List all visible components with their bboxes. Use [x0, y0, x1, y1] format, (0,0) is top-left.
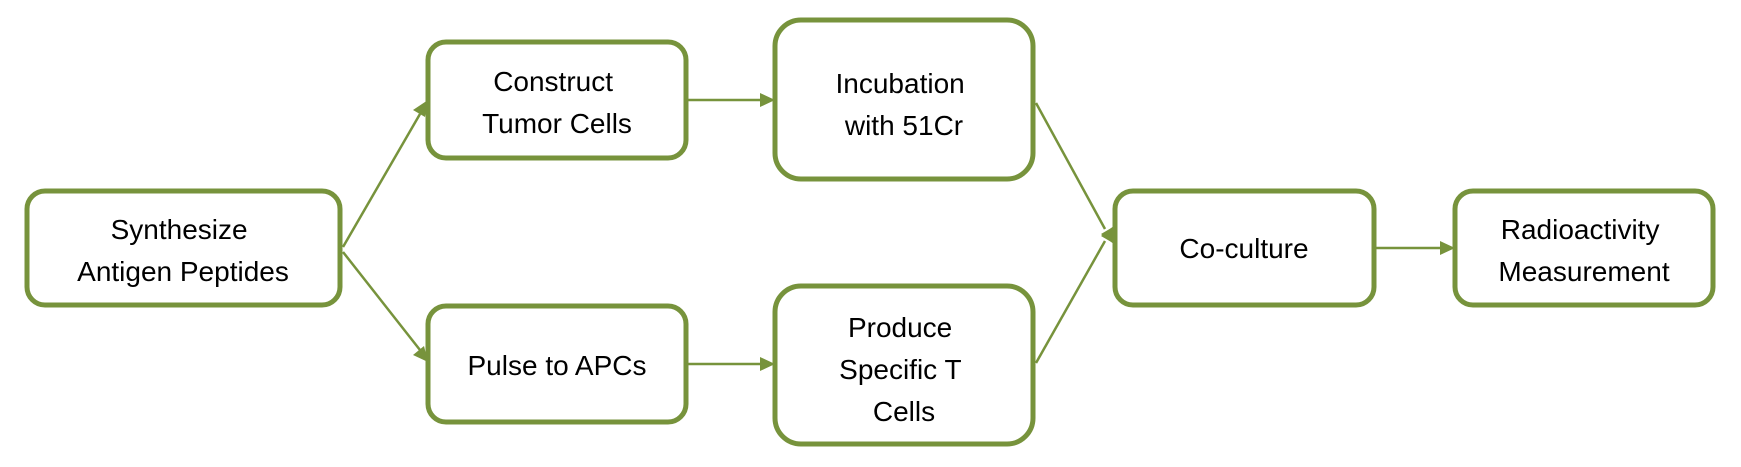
node-produce-box [772, 283, 1036, 447]
node-incubation-label: Incubation with 51Cr [836, 68, 973, 141]
arrowhead-construct-in [413, 100, 428, 117]
edge-produce-coculture [1034, 240, 1107, 364]
node-incubation-line-1: Incubation [836, 68, 965, 99]
node-radioactivity-label: Radioactivity Measurement [1498, 214, 1669, 287]
node-construct-line-1: Construct [493, 66, 613, 97]
node-radioactivity-line-2: Measurement [1498, 256, 1669, 287]
node-radioactivity-box [1452, 188, 1716, 308]
node-coculture-box [1112, 188, 1377, 308]
node-radioactivity: Radioactivity Measurement [1452, 188, 1716, 308]
node-incubation-line-2: with 51Cr [844, 110, 963, 141]
node-construct-label: Construct Tumor Cells [482, 66, 632, 139]
node-produce-label: Produce Specific T Cells [839, 312, 969, 427]
edge-synthesize-construct [341, 113, 422, 248]
node-produce: Produce Specific T Cells [772, 283, 1036, 447]
node-incubation: Incubation with 51Cr [772, 17, 1036, 182]
edge-incubation-coculture [1034, 102, 1107, 230]
node-construct-box [425, 39, 689, 161]
arrowhead-produce-in [760, 357, 775, 371]
arrowhead-coculture-bottom-in [1101, 225, 1115, 243]
node-synthesize-line-1: Synthesize [111, 214, 248, 245]
node-pulse-box [425, 303, 689, 425]
arrowhead-radioactivity-in [1440, 241, 1455, 255]
node-coculture-label: Co-culture [1179, 233, 1308, 264]
connectors [341, 93, 1455, 371]
node-radioactivity-line-1: Radioactivity [1501, 214, 1660, 245]
node-incubation-box [772, 17, 1036, 182]
node-synthesize-box [24, 188, 343, 308]
node-synthesize: Synthesize Antigen Peptides [24, 188, 343, 308]
node-pulse-label: Pulse to APCs [468, 350, 647, 381]
node-produce-line-3: Cells [873, 396, 935, 427]
node-pulse-line-1: Pulse to APCs [468, 350, 647, 381]
node-construct-line-2: Tumor Cells [482, 108, 632, 139]
node-coculture: Co-culture [1112, 188, 1377, 308]
edge-synthesize-pulse [342, 251, 421, 351]
node-synthesize-line-2: Antigen Peptides [77, 256, 289, 287]
node-synthesize-label: Synthesize Antigen Peptides [77, 214, 289, 287]
node-construct: Construct Tumor Cells [425, 39, 689, 161]
node-coculture-line-1: Co-culture [1179, 233, 1308, 264]
node-produce-line-2: Specific T [839, 354, 961, 385]
node-produce-line-1: Produce [848, 312, 952, 343]
arrowhead-pulse-in [413, 346, 428, 362]
arrowhead-incubation-in [760, 93, 775, 107]
node-pulse: Pulse to APCs [425, 303, 689, 425]
